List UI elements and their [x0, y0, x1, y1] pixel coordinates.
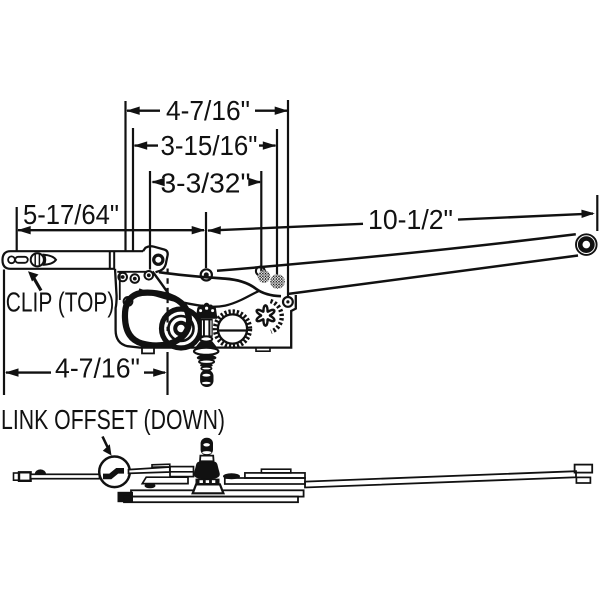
svg-text:10-1/2": 10-1/2" [368, 204, 453, 235]
svg-text:3-15/16": 3-15/16" [161, 130, 258, 161]
svg-text:LINK OFFSET (DOWN): LINK OFFSET (DOWN) [1, 404, 225, 435]
svg-text:5-17/64": 5-17/64" [23, 199, 119, 230]
svg-text:4-7/16": 4-7/16" [55, 353, 140, 384]
svg-text:CLIP (TOP): CLIP (TOP) [6, 287, 115, 318]
svg-text:3-3/32": 3-3/32" [161, 168, 251, 199]
svg-text:4-7/16": 4-7/16" [166, 95, 250, 126]
